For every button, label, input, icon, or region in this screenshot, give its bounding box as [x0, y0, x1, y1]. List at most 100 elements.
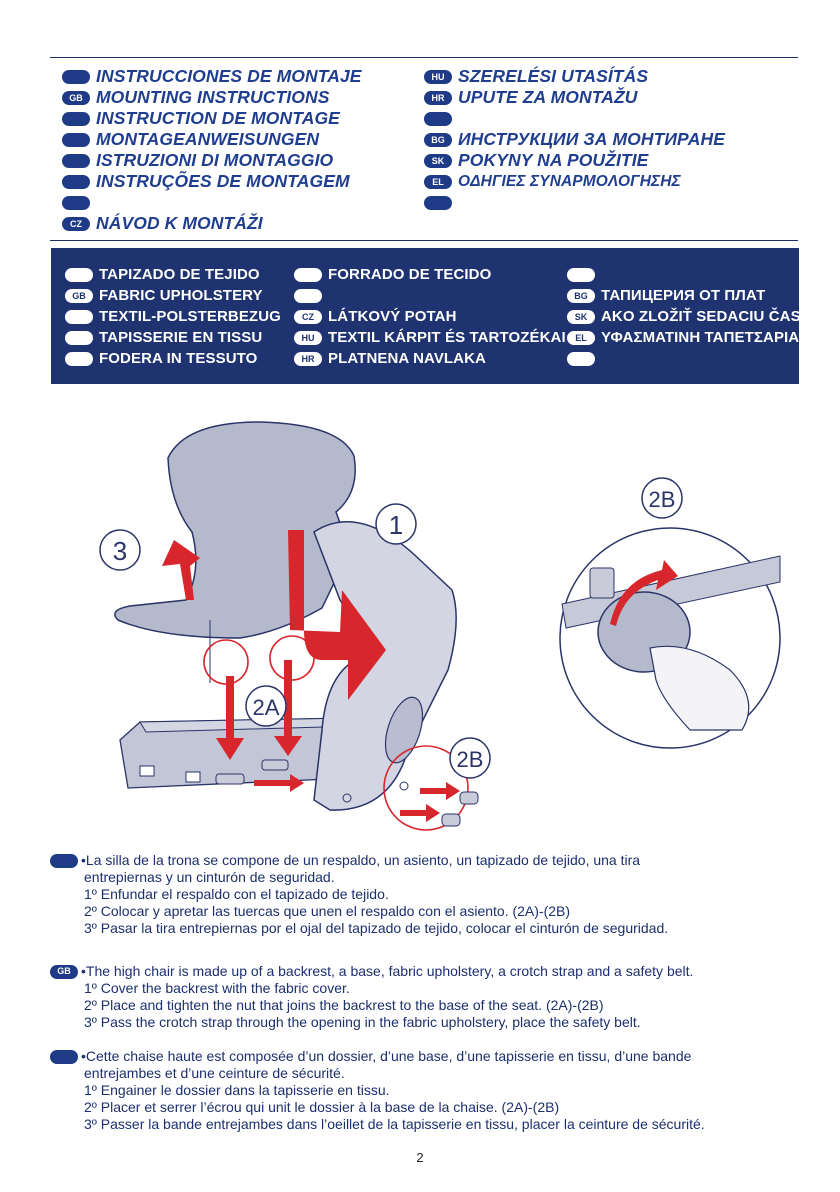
- title-text: MONTAGEANWEISUNGEN: [96, 129, 320, 149]
- language-badge: GB: [65, 288, 93, 303]
- instructions-gb: GB•The high chair is made up of a backre…: [50, 963, 810, 1031]
- language-badge: SK: [567, 309, 595, 324]
- language-badge: [62, 195, 90, 210]
- title-text: SZERELÉSI UTASÍTÁS: [458, 66, 649, 86]
- title-text: MOUNTING INSTRUCTIONS: [96, 87, 330, 107]
- language-badge: HR: [294, 351, 322, 366]
- step-3-label: 3: [113, 536, 127, 566]
- language-badge: [294, 288, 322, 303]
- instruction-line: 2º Placer et serrer l’écrou qui unit le …: [84, 1099, 560, 1115]
- title-row: [424, 108, 725, 129]
- highlight-circles: [203, 635, 469, 831]
- language-badge: [62, 174, 90, 189]
- band-row: [567, 264, 810, 285]
- language-badge: GB: [62, 90, 90, 105]
- title-row: ISTRUZIONI DI MONTAGGIO: [62, 150, 362, 171]
- step-2b-label: 2B: [457, 747, 484, 772]
- instruction-line: entrepiernas y un cinturón de seguridad.: [84, 869, 335, 885]
- instructions-fr: •Cette chaise haute est composée d’un do…: [50, 1048, 810, 1133]
- instruction-line: 3º Pasar la tira entrepiernas por el oja…: [84, 920, 669, 936]
- red-arrows: [162, 530, 460, 822]
- band-text: ТАПИЦЕРИЯ ОТ ПЛАТ: [601, 287, 766, 304]
- language-badge: [65, 309, 93, 324]
- instruction-line: 2º Colocar y apretar las tuercas que une…: [84, 903, 571, 919]
- title-row: GB MOUNTING INSTRUCTIONS: [62, 87, 362, 108]
- language-badge: [294, 267, 322, 282]
- title-text: ISTRUZIONI DI MONTAGGIO: [96, 150, 334, 170]
- step-2b-detail-label: 2B: [649, 487, 676, 512]
- title-row: BG ИНСТРУКЦИИ ЗА МОНТИРАНЕ: [424, 129, 725, 150]
- instruction-line: 2º Place and tighten the nut that joins …: [84, 997, 604, 1013]
- frame-leg: [313, 521, 457, 811]
- band-row: HU TEXTIL KÁRPIT ÉS TARTOZÉKAI: [294, 327, 566, 348]
- instruction-line: 1º Enfundar el respaldo con el tapizado …: [84, 886, 389, 902]
- language-badge: BG: [424, 132, 452, 147]
- language-badge: HR: [424, 90, 452, 105]
- language-badge: [65, 351, 93, 366]
- band-row: FORRADO DE TECIDO: [294, 264, 566, 285]
- instruction-line: GB•The high chair is made up of a backre…: [50, 963, 810, 980]
- language-badge: [424, 111, 452, 126]
- language-badge: [50, 853, 78, 868]
- language-badge: HU: [424, 69, 452, 84]
- instruction-line: 3º Passer la bande entrejambes dans l’oe…: [84, 1116, 705, 1132]
- band-row: [567, 348, 810, 369]
- language-badge: [65, 330, 93, 345]
- band-text: FODERA IN TESSUTO: [99, 350, 258, 367]
- language-badge: [65, 267, 93, 282]
- band-row: TEXTIL-POLSTERBEZUG: [65, 306, 281, 327]
- band-row: BG ТАПИЦЕРИЯ ОТ ПЛАТ: [567, 285, 810, 306]
- title-row: [62, 192, 362, 213]
- instruction-text: •La silla de la trona se compone de un r…: [81, 852, 641, 868]
- language-badge: [567, 267, 595, 282]
- language-badge: [62, 153, 90, 168]
- step-labels: 1 3 2A 2B 2B: [99, 477, 683, 779]
- step-1-label: 1: [389, 510, 403, 540]
- screws: [215, 759, 479, 827]
- language-badge: [62, 111, 90, 126]
- band-row: EL ΥΦΑΣΜΑΤΙΝΗ ΤΑΠΕΤΣΑΡΙΑ: [567, 327, 810, 348]
- band-row: [294, 285, 566, 306]
- band-text: ΥΦΑΣΜΑΤΙΝΗ ΤΑΠΕΤΣΑΡΙΑ: [601, 329, 800, 346]
- band-text: TAPIZADO DE TEJIDO: [99, 266, 260, 283]
- band-row: TAPISSERIE EN TISSU: [65, 327, 281, 348]
- instruction-line: •La silla de la trona se compone de un r…: [50, 852, 810, 869]
- band-text: TEXTIL KÁRPIT ÉS TARTOZÉKAI: [328, 329, 566, 346]
- language-badge: HU: [294, 330, 322, 345]
- band-text: PLATNENA NAVLAKA: [328, 350, 486, 367]
- language-badge: [567, 351, 595, 366]
- title-row: HR UPUTE ZA MONTAŽU: [424, 87, 725, 108]
- band-text: TEXTIL-POLSTERBEZUG: [99, 308, 281, 325]
- instruction-text: •The high chair is made up of a backrest…: [81, 963, 694, 979]
- language-badge: [50, 1049, 78, 1064]
- band-text: FORRADO DE TECIDO: [328, 266, 492, 283]
- assembly-illustration: 1 3 2A 2B 2B: [99, 421, 781, 831]
- title-text: NÁVOD K MONTÁŽI: [96, 213, 263, 233]
- title-text: ИНСТРУКЦИИ ЗА МОНТИРАНЕ: [458, 129, 725, 149]
- instruction-line: entrejambes et d’une ceinture de sécurit…: [84, 1065, 345, 1081]
- top-rule: [50, 57, 798, 58]
- language-badge: EL: [424, 174, 452, 189]
- language-badge: EL: [567, 330, 595, 345]
- title-row: HU SZERELÉSI UTASÍTÁS: [424, 66, 725, 87]
- language-badge: BG: [567, 288, 595, 303]
- instruction-line: 1º Engainer le dossier dans la tapisseri…: [84, 1082, 390, 1098]
- title-row: INSTRUCTION DE MONTAGE: [62, 108, 362, 129]
- language-badge: CZ: [294, 309, 322, 324]
- title-text: UPUTE ZA MONTAŽU: [458, 87, 638, 107]
- detail-view: [559, 527, 781, 749]
- language-badge: [62, 132, 90, 147]
- language-badge: [62, 69, 90, 84]
- title-row: MONTAGEANWEISUNGEN: [62, 129, 362, 150]
- page-number: 2: [416, 1150, 424, 1165]
- band-text: TAPISSERIE EN TISSU: [99, 329, 263, 346]
